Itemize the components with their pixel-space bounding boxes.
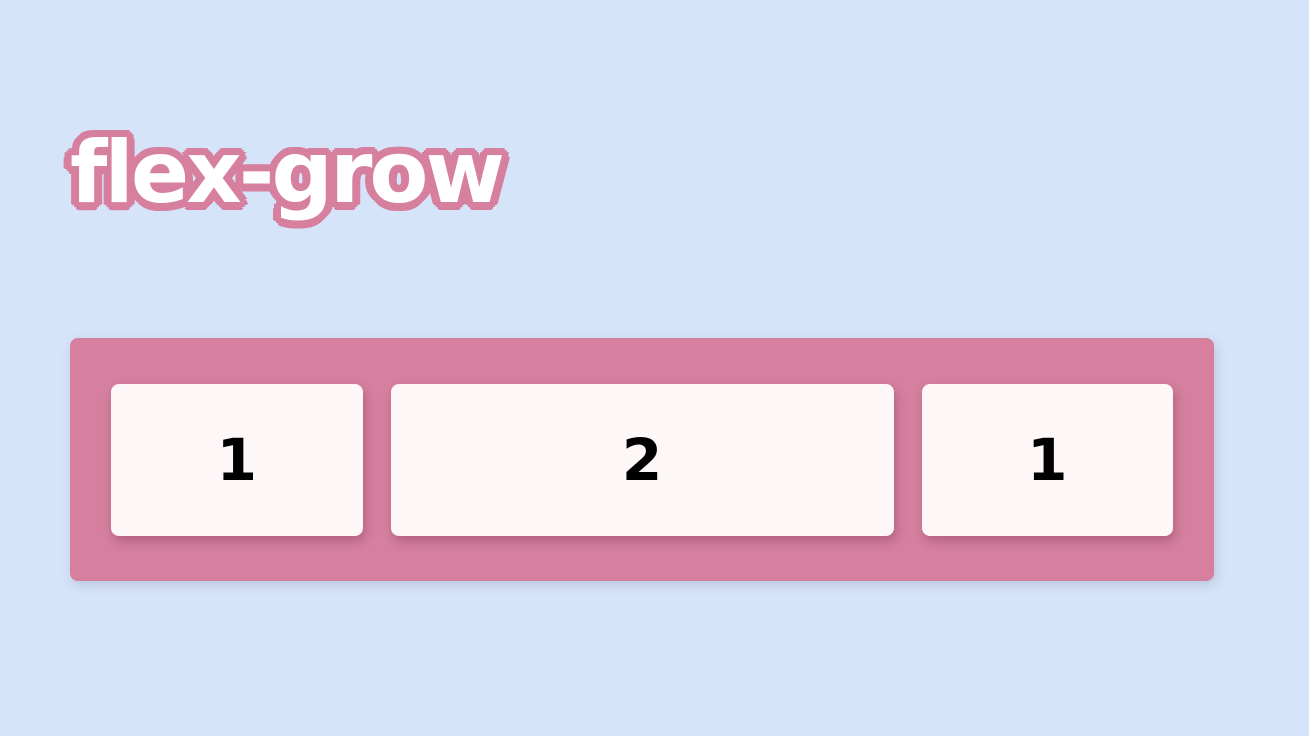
- flex-item-2: 2: [390, 384, 894, 536]
- flex-item-label: 2: [621, 426, 663, 494]
- flex-item-1: 1: [111, 384, 363, 536]
- page-title: flex-grow: [70, 123, 505, 223]
- flex-item-label: 1: [216, 426, 257, 494]
- title-wrapper: flex-grow: [70, 118, 505, 228]
- flex-container: 1 2 1: [70, 338, 1214, 581]
- flex-item-label: 1: [1027, 426, 1068, 494]
- flex-item-3: 1: [921, 384, 1173, 536]
